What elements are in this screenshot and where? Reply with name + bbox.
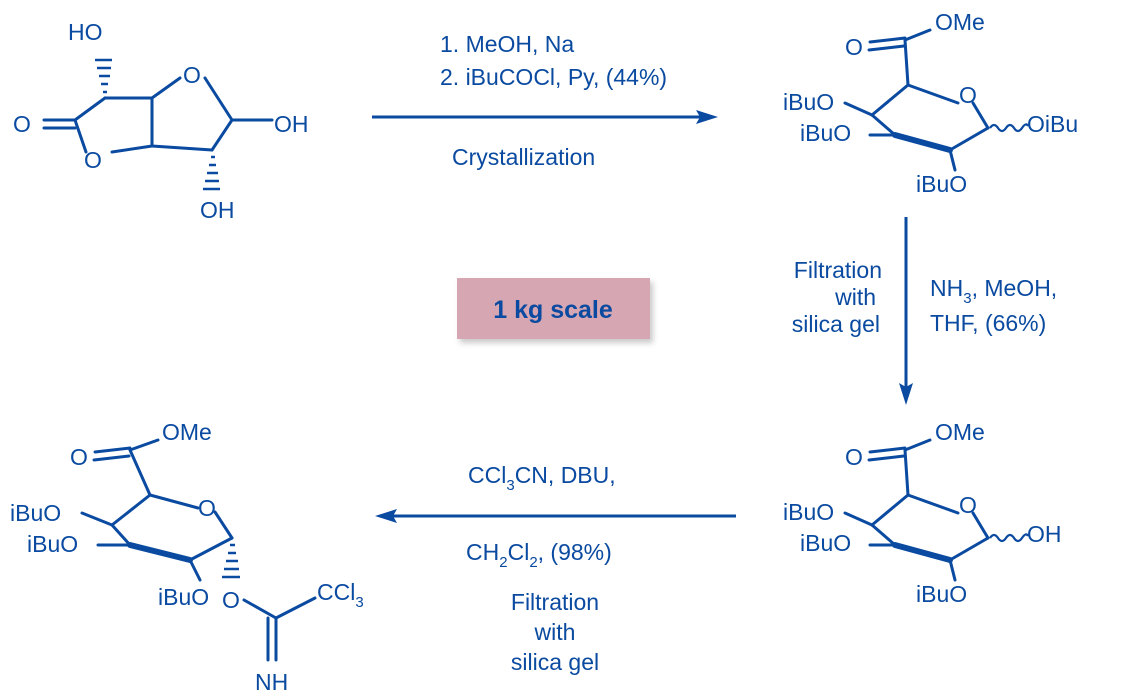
badge-label: 1 kg scale (493, 296, 613, 324)
reaction-arrow-1 (372, 110, 718, 124)
reaction-arrow-2 (899, 217, 913, 405)
atom-label: OH (200, 197, 235, 223)
atom-label: O (222, 587, 240, 613)
reagent-subscript: 3 (963, 290, 971, 307)
reagent-part: Cl (508, 539, 530, 565)
atom-subscript: 3 (355, 594, 363, 611)
reagent-text: CCl3CN, DBU, (468, 462, 616, 494)
reagent-text: Filtration (511, 589, 599, 615)
reagent-text: NH3, MeOH, (930, 275, 1057, 307)
reagent-text: 1. MeOH, Na (440, 31, 574, 57)
reagent-part: NH (930, 275, 963, 301)
reagent-text: THF, (66%) (930, 310, 1046, 336)
atom-label: OMe (935, 9, 985, 35)
reaction-arrow-3 (375, 509, 736, 523)
reagent-subscript: 2 (529, 554, 537, 571)
atom-part: CCl (317, 579, 355, 605)
reagent-part: , (98%) (538, 539, 612, 565)
atom-label: OiBu (1027, 111, 1078, 137)
reagent-text: CH2Cl2, (98%) (466, 539, 612, 571)
atom-label: HO (68, 19, 103, 45)
hashed-bond (203, 155, 220, 191)
molecule-tetraester: O OMe O iBuO iBuO iBuO OiBu (783, 9, 1078, 197)
reagent-part: CN, DBU, (515, 462, 616, 488)
scale-badge: 1 kg scale (457, 278, 650, 339)
atom-label: iBuO (800, 120, 851, 146)
atom-label: O (845, 34, 863, 60)
molecule-lactone: HO O O O OH OH (13, 19, 309, 223)
atom-label: NH (255, 669, 288, 695)
hashed-bond (95, 58, 112, 94)
atom-label: O (84, 147, 102, 173)
atom-label: iBuO (916, 581, 967, 607)
reagent-subscript: 3 (506, 477, 514, 494)
atom-label: OMe (162, 419, 212, 445)
atom-label: OH (1027, 521, 1062, 547)
molecule-imidate: O OMe O iBuO iBuO iBuO O CCl3 NH (10, 419, 364, 695)
reagent-text: Crystallization (452, 144, 595, 170)
atom-label: iBuO (158, 584, 209, 610)
reagent-part: CH (466, 539, 499, 565)
atom-label: OH (274, 111, 309, 137)
hashed-bond (222, 543, 240, 579)
reagent-part: CCl (468, 462, 506, 488)
atom-label: O (13, 111, 31, 137)
atom-label: O (198, 495, 216, 521)
atom-label: iBuO (10, 500, 61, 526)
atom-label: CCl3 (317, 579, 364, 611)
atom-label: O (70, 444, 88, 470)
atom-label: O (845, 444, 863, 470)
wavy-bond (989, 123, 1029, 133)
atom-label: O (959, 82, 977, 108)
reagent-text: silica gel (792, 311, 880, 337)
atom-label: iBuO (916, 171, 967, 197)
atom-label: OMe (935, 419, 985, 445)
atom-label: iBuO (27, 531, 78, 557)
reagent-text: 2. iBuCOCl, Py, (44%) (440, 64, 667, 90)
atom-label: iBuO (783, 89, 834, 115)
reagent-text: silica gel (511, 649, 599, 675)
atom-label: O (959, 492, 977, 518)
atom-label: O (183, 62, 201, 88)
reagent-subscript: 2 (499, 554, 507, 571)
atom-label: iBuO (800, 530, 851, 556)
wavy-bond (989, 533, 1029, 543)
reagent-text: Filtration (794, 257, 882, 283)
atom-label: iBuO (783, 499, 834, 525)
reagent-text: with (534, 619, 576, 645)
reagent-text: with (834, 284, 876, 310)
reagent-part: , MeOH, (972, 275, 1058, 301)
molecule-hemiacetal: O OMe O iBuO iBuO iBuO OH (783, 419, 1062, 607)
